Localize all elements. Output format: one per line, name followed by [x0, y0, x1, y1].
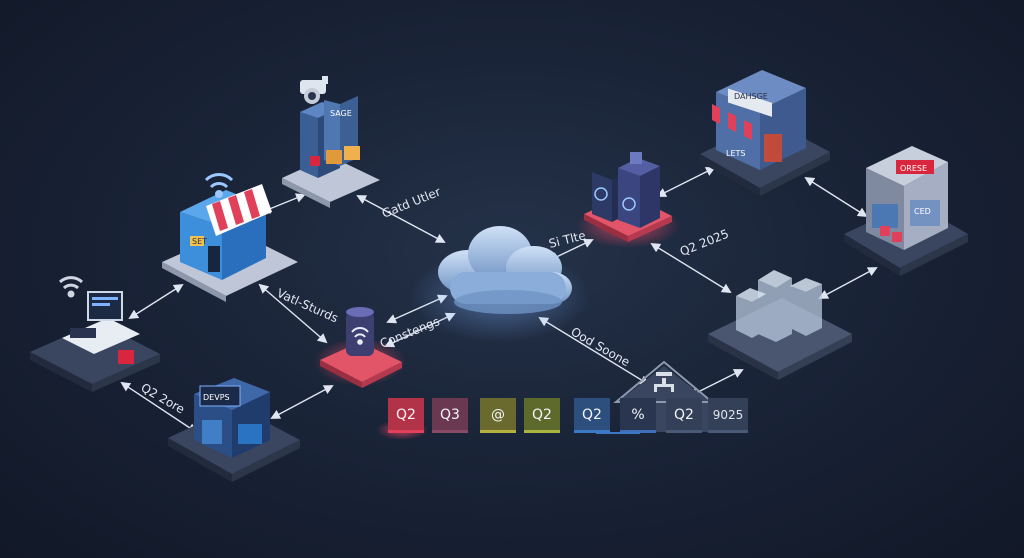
sign-top-right-shop: DAHSGE — [734, 92, 768, 101]
tag-item: % — [620, 398, 656, 433]
tag-underline — [480, 430, 516, 433]
tag-label: Q3 — [440, 407, 460, 423]
tag-underline — [388, 430, 424, 433]
tag-item: Q2 — [524, 398, 560, 433]
shop-node-left: SET — [162, 173, 298, 302]
arrow-tower-cloud — [356, 195, 446, 243]
tag-box — [666, 398, 702, 430]
platform — [320, 342, 402, 382]
wifi-icon — [204, 173, 234, 198]
tag-underline — [432, 430, 468, 433]
tag-label: Q2 — [396, 407, 416, 423]
sign-right-window: CED — [914, 207, 931, 216]
arrow-shop-store — [804, 176, 868, 218]
tag-box — [388, 398, 424, 430]
arrow-hub-city — [688, 369, 744, 397]
tag-underline — [666, 430, 702, 433]
sign-right-shop: ORESE — [900, 164, 927, 173]
shop-node-top-right: DAHSGE LETS — [700, 70, 830, 196]
cloud-node — [410, 226, 590, 342]
camera-icon — [300, 76, 328, 104]
label-bottom-center-link: Ood Soone — [569, 324, 633, 369]
server-node — [576, 152, 680, 248]
tag-label: 9025 — [713, 408, 744, 422]
label-top-left-link: Gatd Utler — [380, 185, 443, 221]
arrow-workstation-kiosk — [120, 381, 198, 434]
arrow-servers-shop — [656, 167, 716, 197]
sign-kiosk: DEVPS — [203, 393, 230, 402]
tag-label: Q2 — [674, 407, 694, 423]
router-node — [314, 307, 406, 388]
box-icon — [118, 350, 134, 364]
sign-top-right-window: LETS — [726, 149, 745, 158]
city-node — [708, 270, 852, 380]
tag-item: 9025 — [708, 398, 748, 433]
tag-item: Q2 — [574, 398, 610, 433]
wifi-icon — [351, 327, 369, 345]
tag-underline — [574, 430, 610, 433]
cloud-icon — [438, 226, 572, 314]
label-right-link: Q2 2025 — [678, 227, 731, 259]
tag-underline — [524, 430, 560, 433]
workstation-node — [30, 276, 160, 392]
arrow-workstation-shop — [128, 283, 184, 320]
tag-item: @ — [480, 398, 516, 433]
tag-label: % — [631, 407, 644, 423]
arrow-shop-router — [258, 283, 328, 344]
tag-underline — [620, 430, 656, 433]
arrow-kiosk-router — [270, 385, 334, 419]
arrow-servers-city — [650, 242, 732, 294]
tag-box — [432, 398, 468, 430]
sign-tower: SAGE — [330, 109, 352, 118]
tower-node: SAGE — [282, 76, 380, 208]
tag-box — [620, 398, 656, 430]
arrow-city-store — [818, 267, 878, 299]
network-icon — [654, 372, 674, 392]
tag-box — [574, 398, 610, 430]
store-node-right: ORESE CED — [844, 146, 968, 276]
kiosk-node: DEVPS — [168, 378, 300, 482]
tag-underline — [708, 430, 748, 433]
wifi-icon — [58, 276, 84, 298]
tag-item: Q3 — [432, 398, 468, 433]
tag-row: Q2 Q3 @ Q2 Q2% Q2 9025 — [376, 398, 748, 440]
tag-box — [480, 398, 516, 430]
tag-box — [708, 398, 748, 430]
tag-label: Q2 — [532, 407, 552, 423]
tag-label: Q2 — [582, 407, 602, 423]
tag-item: Q2 — [666, 398, 702, 433]
sign-left-shop: SET — [192, 237, 207, 246]
tag-label: @ — [491, 407, 505, 423]
connectors — [120, 167, 878, 434]
tag-item: Q2 — [388, 398, 424, 433]
tag-box — [524, 398, 560, 430]
